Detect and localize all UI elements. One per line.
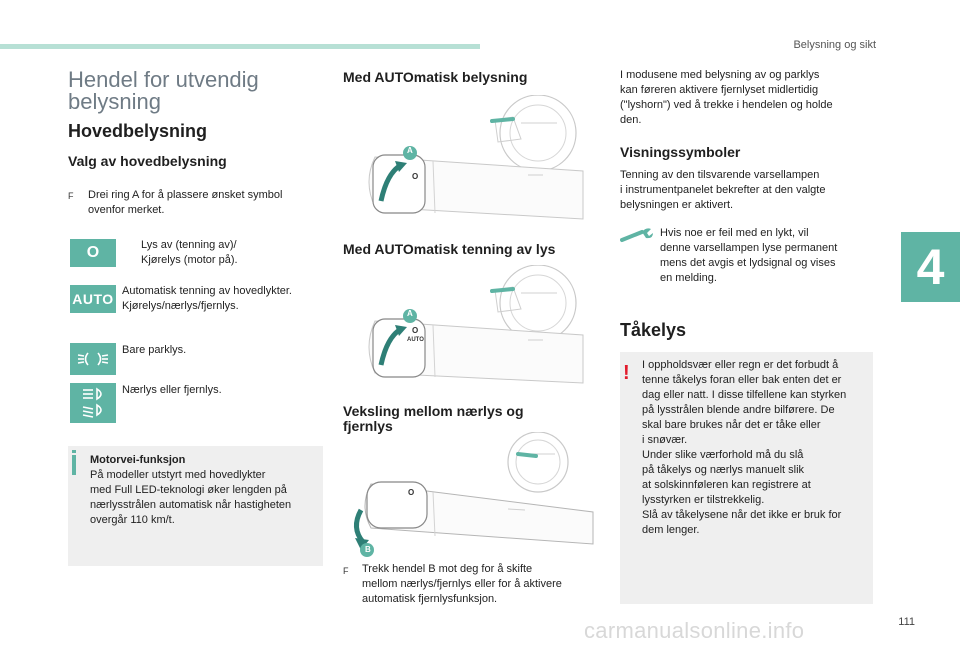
fog-title: Tåkelys xyxy=(620,320,687,340)
info-icon-dot xyxy=(72,450,76,453)
lever-2-auto-label: AUTO xyxy=(407,337,424,343)
warning-text: I oppholdsvær eller regn er det forbudt … xyxy=(642,359,847,536)
lever-2-o-label: O xyxy=(412,326,419,335)
o-symbol-icon: O xyxy=(70,239,116,267)
warning-icon: ! xyxy=(623,362,630,384)
symbol-text-auto: Automatisk tenning av hovedlykter. Kjøre… xyxy=(122,285,292,312)
symbols-text: Tenning av den tilsvarende varsellampen … xyxy=(620,169,826,211)
switch-title: Veksling mellom nærlys og fjernlys xyxy=(343,403,524,434)
symbols-title: Visningssymboler xyxy=(620,144,741,160)
auto-lighting-title: Med AUTOmatisk belysning xyxy=(343,69,528,85)
instruction-marker: F xyxy=(68,191,74,201)
main-title: Hendel for utvendig belysning xyxy=(68,67,259,114)
lever-1-o-label: O xyxy=(412,172,419,181)
auto-symbol-icon: AUTO xyxy=(70,285,116,313)
auto-ignition-title: Med AUTOmatisk tenning av lys xyxy=(343,241,556,257)
section-title: Hovedbelysning xyxy=(68,121,208,141)
right-intro: I modusene med belysning av og parklys k… xyxy=(620,69,833,126)
label-b: B xyxy=(365,545,371,554)
parking-light-icon xyxy=(70,343,116,375)
symbol-text-off: Lys av (tenning av)/ Kjørelys (motor på)… xyxy=(141,239,238,266)
info-icon xyxy=(72,455,76,475)
fault-text: Hvis noe er feil med en lykt, vil denne … xyxy=(660,227,838,284)
auto-symbol-label: AUTO xyxy=(72,291,114,307)
label-a-1: A xyxy=(407,146,413,155)
page-number: 111 xyxy=(898,616,915,628)
chapter-tab: 4 xyxy=(901,232,960,302)
watermark: carmanualsonline.info xyxy=(584,618,805,643)
symbol-text-beam: Nærlys eller fjernlys. xyxy=(122,384,222,396)
chapter-title: Belysning og sikt xyxy=(793,39,876,51)
o-symbol-label: O xyxy=(86,244,100,261)
low-high-beam-icon xyxy=(70,383,116,423)
lever-illustration-1 xyxy=(368,95,584,220)
middle-instruction-marker: F xyxy=(343,566,349,576)
lever-illustration-2 xyxy=(368,265,584,384)
warning-box xyxy=(620,352,873,604)
wrench-icon xyxy=(620,228,653,242)
lever-illustration-3 xyxy=(354,432,594,557)
middle-instruction: Trekk hendel B mot deg for å skifte mell… xyxy=(362,563,562,605)
symbol-text-parking: Bare parklys. xyxy=(122,344,187,356)
header-bar xyxy=(0,44,480,49)
info-box xyxy=(68,446,323,566)
instruction-text: Drei ring A for å plassere ønsket symbol… xyxy=(88,189,283,216)
label-a-2: A xyxy=(407,309,413,318)
subsection-title: Valg av hovedbelysning xyxy=(68,153,227,169)
info-box-title: Motorvei-funksjon xyxy=(90,454,186,466)
lever-3-o-label: O xyxy=(408,488,415,497)
info-box-content: Motorvei-funksjon På modeller utstyrt me… xyxy=(90,453,320,528)
